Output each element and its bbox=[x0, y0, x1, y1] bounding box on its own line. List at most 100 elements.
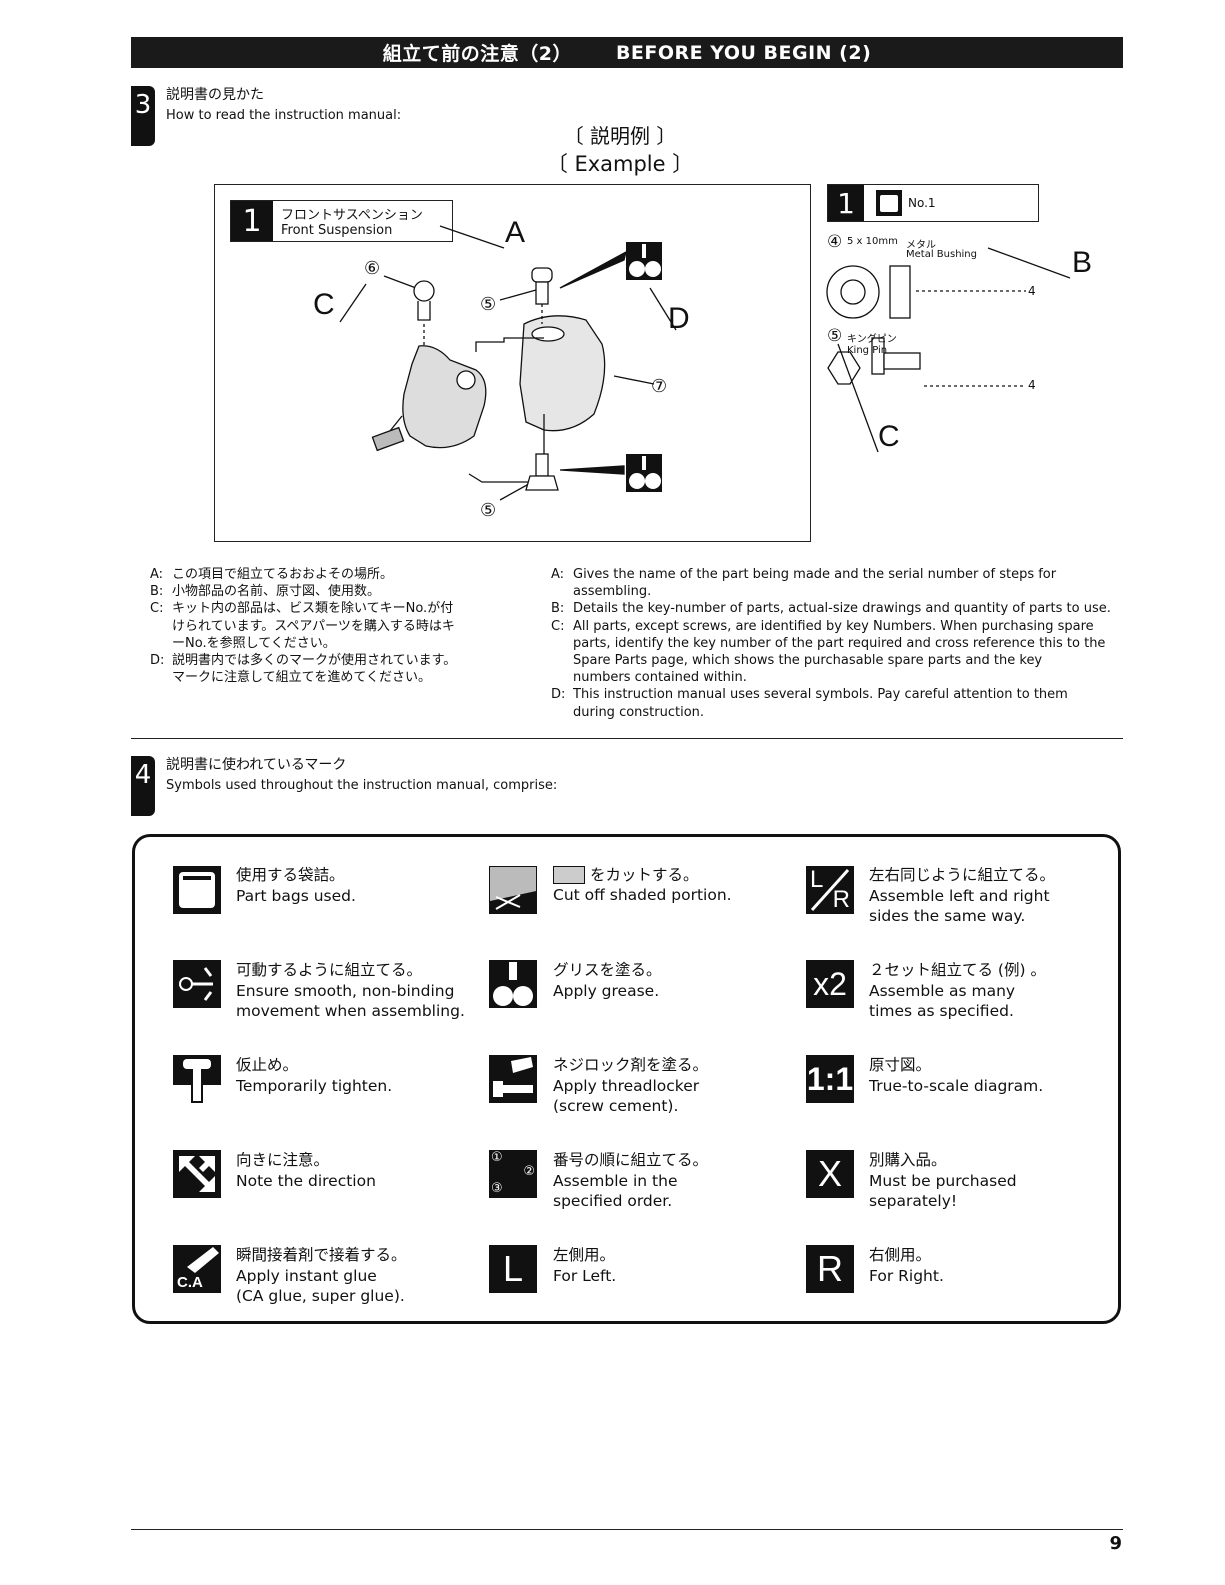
section-3-marker: 3 bbox=[131, 86, 155, 146]
label-c-parts: C bbox=[878, 420, 900, 453]
symbol-right-text: 右側用。For Right. bbox=[869, 1246, 944, 1285]
part-5-name-en: King Pin bbox=[847, 345, 888, 356]
note-en-a-1: Gives the name of the part being made an… bbox=[573, 567, 1057, 582]
king-pin-hex bbox=[827, 351, 861, 385]
note-jp-d-2: マークに注意して組立てを進めてください。 bbox=[172, 670, 431, 686]
bag-icon bbox=[173, 866, 221, 914]
parts-drawings bbox=[826, 247, 1071, 453]
symbol-cut-en: Cut off shaded portion. bbox=[553, 886, 732, 904]
movement-icon bbox=[173, 960, 221, 1008]
grease-pointer-bottom bbox=[559, 465, 625, 475]
header-title-jp: 組立て前の注意（2） bbox=[382, 43, 572, 65]
note-en-d-2: during construction. bbox=[573, 704, 705, 720]
part-4-size: 5 x 10mm bbox=[847, 236, 898, 247]
note-en-b-key: B: bbox=[551, 601, 565, 617]
axle-thread bbox=[371, 426, 405, 452]
threadlocker-icon bbox=[489, 1055, 537, 1103]
step-title-jp: フロントサスペンション bbox=[281, 208, 423, 223]
symbol-scale-text: 原寸図。True-to-scale diagram. bbox=[869, 1056, 1044, 1095]
callout-7: ⑦ bbox=[651, 376, 668, 397]
part-4-qty: 4 bbox=[1028, 284, 1036, 298]
section-4-marker: 4 bbox=[131, 756, 155, 816]
section-4-title-jp: 説明書に使われているマーク bbox=[166, 757, 347, 773]
bushing-side bbox=[889, 265, 911, 319]
part-5-qty: 4 bbox=[1028, 378, 1036, 392]
note-en-b-1: Details the key-number of parts, actual-… bbox=[573, 601, 1111, 617]
symbol-ca-text: 瞬間接着剤で接着する。Apply instant glue(CA glue, s… bbox=[236, 1246, 407, 1305]
label-a: A bbox=[505, 216, 526, 249]
note-en-a-key: A: bbox=[551, 567, 565, 582]
example-title-jp: 〔 説明例 〕 bbox=[563, 124, 677, 148]
label-d: D bbox=[668, 302, 690, 335]
shaded-swatch bbox=[553, 866, 585, 884]
page-number: 9 bbox=[1109, 1533, 1122, 1554]
leader-b bbox=[987, 247, 1071, 279]
king-pin-bottom-shank bbox=[535, 453, 549, 477]
leader-a bbox=[439, 225, 505, 249]
note-en-c-3: Spare Parts page, which shows the purcha… bbox=[573, 653, 1043, 669]
bushing-bore bbox=[840, 279, 866, 305]
note-jp-c-1: キット内の部品は、ビス類を除いてキーNo.が付 bbox=[172, 601, 454, 617]
note-jp-a: この項目で組立てるおおよその場所。 bbox=[172, 567, 394, 582]
screw-shank bbox=[417, 301, 431, 321]
leader-c-parts bbox=[837, 343, 879, 453]
header-title-en: BEFORE YOU BEGIN (2) bbox=[615, 41, 872, 64]
direction-icon bbox=[173, 1150, 221, 1198]
x2-icon: x2 bbox=[806, 960, 854, 1008]
section-3-title-en: How to read the instruction manual: bbox=[166, 108, 402, 123]
note-en-c-1: All parts, except screws, are identified… bbox=[573, 618, 1094, 634]
section-divider bbox=[131, 738, 1123, 739]
leader-c bbox=[339, 283, 367, 323]
cut-icon bbox=[489, 866, 537, 914]
leader-5-top bbox=[499, 289, 537, 301]
part-5-name-jp: キングピン bbox=[847, 334, 897, 345]
note-jp-c-3: ーNo.を参照してください。 bbox=[172, 635, 336, 651]
symbol-cut-jp: をカットする。 bbox=[590, 866, 699, 884]
bushing-face bbox=[826, 265, 880, 319]
leader-6 bbox=[383, 275, 417, 289]
grease-mark-top bbox=[626, 242, 662, 280]
symbol-tighten-text: 仮止め。Temporarily tighten. bbox=[236, 1056, 393, 1095]
knuckle-hole bbox=[456, 370, 476, 390]
note-en-c-2: parts, identify the key number of the pa… bbox=[573, 635, 1106, 651]
note-en-d-1: This instruction manual uses several sym… bbox=[573, 687, 1068, 703]
note-jp-c-2: けられています。スペアパーツを購入する時はキ bbox=[172, 618, 455, 634]
left-icon: L bbox=[489, 1245, 537, 1293]
scale-icon: 1:1 bbox=[806, 1055, 854, 1103]
footer-rule bbox=[131, 1529, 1123, 1530]
page-header: 組立て前の注意（2） BEFORE YOU BEGIN (2) bbox=[131, 37, 1123, 68]
label-c: C bbox=[313, 288, 335, 321]
symbol-threadlocker-text: ネジロック剤を塗る。Apply threadlocker(screw cemen… bbox=[553, 1056, 709, 1115]
callout-5-bottom: ⑤ bbox=[480, 500, 497, 521]
symbol-left-text: 左側用。For Left. bbox=[553, 1246, 617, 1285]
parts-step-number: 1 bbox=[828, 185, 864, 221]
note-jp-d-key: D: bbox=[150, 653, 165, 669]
parts-list-header: 1 No.1 bbox=[827, 184, 1039, 222]
tighten-icon bbox=[173, 1055, 221, 1103]
carrier-body bbox=[519, 315, 606, 432]
callout-5-top: ⑤ bbox=[480, 294, 497, 315]
note-en-c-key: C: bbox=[551, 618, 565, 634]
screw-head bbox=[413, 280, 435, 302]
bag-number: No.1 bbox=[908, 196, 936, 210]
symbol-legend bbox=[132, 834, 1121, 1324]
note-en-a-2: assembling. bbox=[573, 584, 652, 600]
king-pin-top-head bbox=[531, 267, 553, 283]
grease-pointer-top bbox=[559, 250, 627, 289]
note-jp-b-key: B: bbox=[150, 584, 164, 600]
leader-d bbox=[649, 287, 677, 331]
leader-7 bbox=[613, 375, 655, 385]
symbol-direction-text: 向きに注意。Note the direction bbox=[236, 1151, 376, 1190]
assembly-line-lower bbox=[468, 414, 545, 483]
knuckle-body bbox=[402, 345, 487, 449]
order-icon: ① ② ③ bbox=[489, 1150, 537, 1198]
carrier-hole bbox=[531, 326, 565, 342]
king-pin-top-shank bbox=[535, 281, 549, 305]
step-number: 1 bbox=[231, 201, 273, 241]
part-4-name-jp: メタル bbox=[906, 240, 936, 251]
